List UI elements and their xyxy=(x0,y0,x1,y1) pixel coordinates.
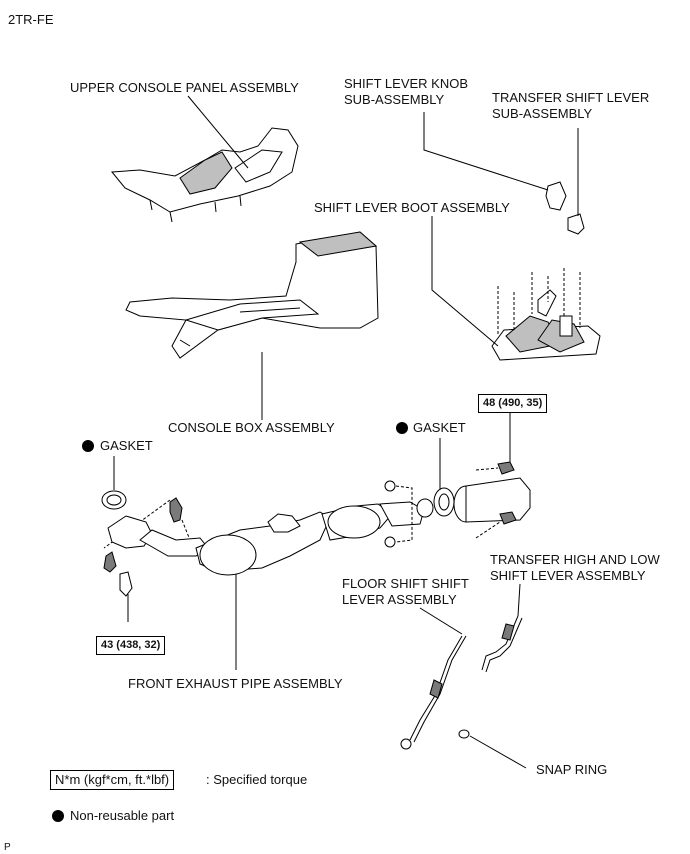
label-snap-ring: SNAP RING xyxy=(536,762,608,777)
left-gasket-drawing xyxy=(101,490,127,510)
footer-code: P xyxy=(4,842,11,853)
nonreusable-marker-right xyxy=(396,422,408,434)
label-shift-boot: SHIFT LEVER BOOT ASSEMBLY xyxy=(314,200,510,215)
upper-console-panel-drawing xyxy=(111,127,299,223)
nonreusable-marker-left xyxy=(82,440,94,452)
floor-shift-lever-drawing xyxy=(400,635,467,750)
leader-lines xyxy=(113,95,579,769)
transfer-knob-drawing xyxy=(567,213,585,235)
label-shift-knob-line1: SHIFT LEVER KNOB xyxy=(344,76,469,91)
label-transfer-hl-line1: TRANSFER HIGH AND LOW xyxy=(490,552,660,567)
legend-nonreusable-marker xyxy=(52,810,64,822)
label-floor-shift-line1: FLOOR SHIFT SHIFT xyxy=(342,576,469,591)
label-upper-console-panel: UPPER CONSOLE PANEL ASSEMBLY xyxy=(70,80,299,95)
label-gasket-right: GASKET xyxy=(413,420,466,435)
snap-ring-drawing xyxy=(458,729,470,739)
label-transfer-hl-line2: SHIFT LEVER ASSEMBLY xyxy=(490,568,646,583)
engine-code: 2TR-FE xyxy=(8,12,54,27)
torque-box-left: 43 (438, 32) xyxy=(96,636,166,655)
label-shift-knob-line2: SUB-ASSEMBLY xyxy=(344,92,445,107)
label-transfer-lever-line1: TRANSFER SHIFT LEVER xyxy=(492,90,650,105)
console-box-drawing xyxy=(125,231,379,359)
label-floor-shift-line2: LEVER ASSEMBLY xyxy=(342,592,457,607)
legend-torque-text: : Specified torque xyxy=(206,772,308,787)
shift-boot-drawing xyxy=(491,268,601,361)
front-exhaust-pipe-drawing xyxy=(107,498,434,576)
right-nuts-drawing xyxy=(384,480,413,548)
label-front-exhaust: FRONT EXHAUST PIPE ASSEMBLY xyxy=(128,676,343,691)
shift-knob-drawing xyxy=(545,181,567,211)
transfer-flange-drawing xyxy=(453,461,531,539)
label-console-box: CONSOLE BOX ASSEMBLY xyxy=(168,420,335,435)
transfer-hl-lever-drawing xyxy=(481,615,523,673)
right-gasket-drawing xyxy=(433,487,455,517)
legend-torque-box: N*m (kgf*cm, ft.*lbf) xyxy=(50,770,175,790)
label-transfer-lever-line2: SUB-ASSEMBLY xyxy=(492,106,593,121)
legend-nonreusable-text: Non-reusable part xyxy=(70,808,175,823)
label-gasket-left: GASKET xyxy=(100,438,153,453)
torque-box-right: 48 (490, 35) xyxy=(478,394,548,413)
